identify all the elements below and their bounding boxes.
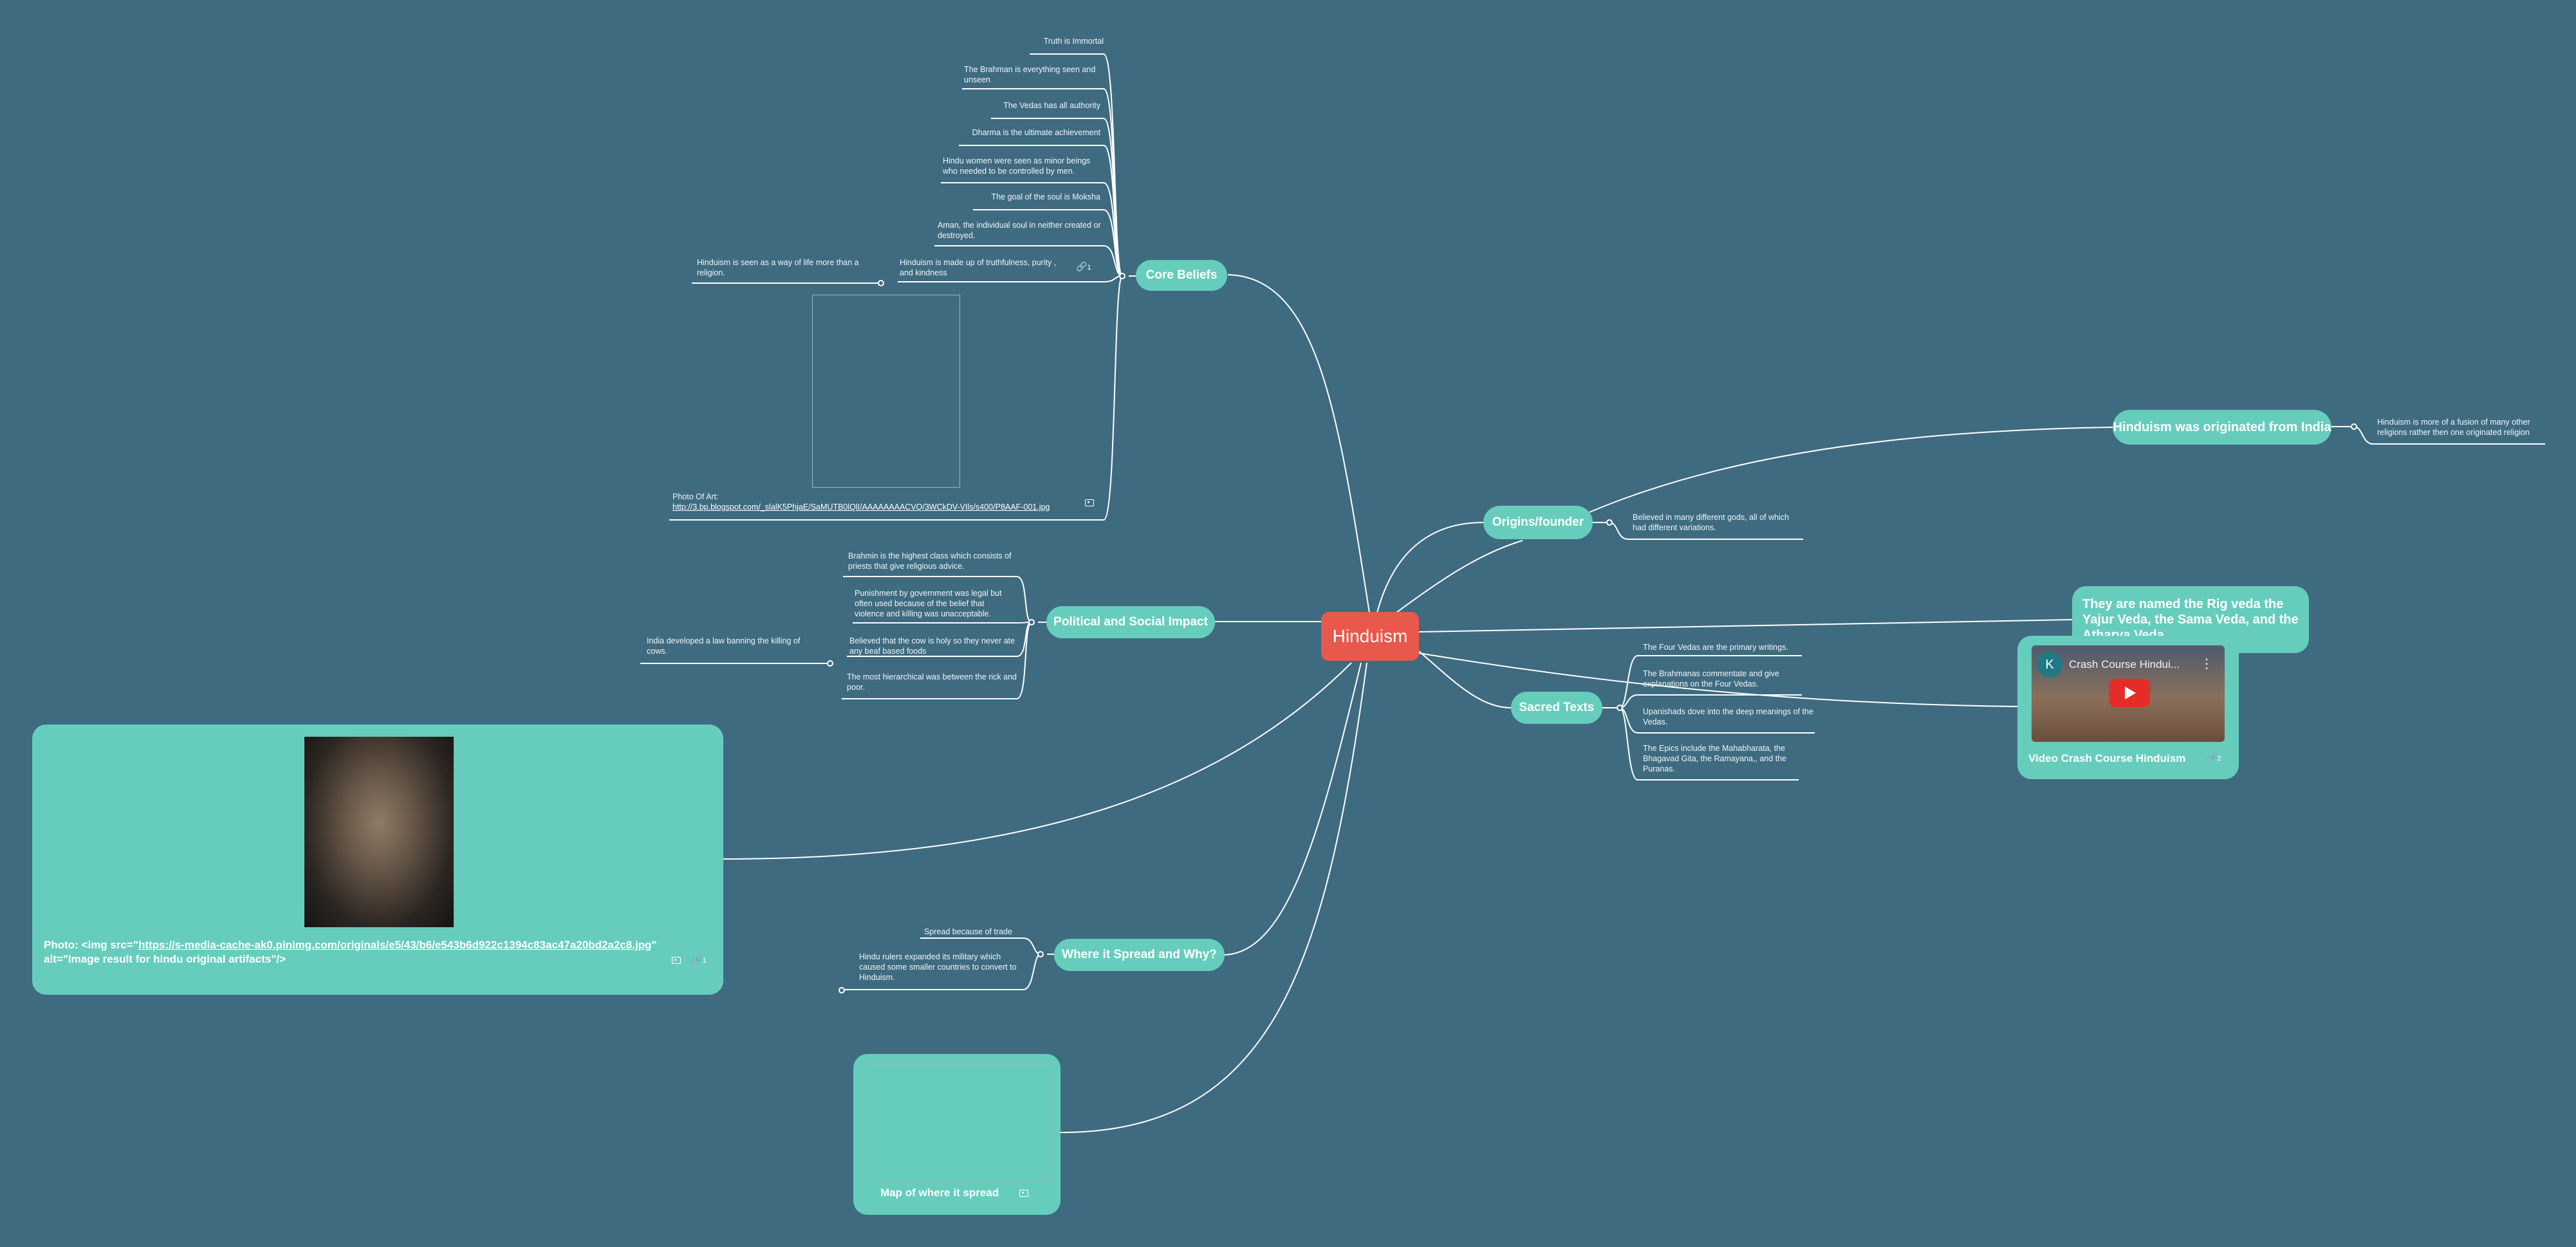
political-sub-leaf[interactable]: India developed a law banning the killin… — [647, 636, 801, 656]
core-link-count: 1 — [1087, 264, 1091, 272]
video-card-label: Video Crash Course Hinduism — [2028, 752, 2186, 764]
central-topic[interactable]: Hinduism — [1321, 612, 1419, 661]
core-leaf-3[interactable]: The Vedas has all authority — [1003, 101, 1100, 110]
video-more-icon[interactable]: ⋮ — [2200, 657, 2213, 671]
core-leaf-connector — [973, 209, 1123, 277]
topic-political-label: Political and Social Impact — [1053, 615, 1208, 629]
map-card-label: Map of where it spread — [880, 1187, 999, 1199]
topic-origins-label: Origins/founder — [1492, 515, 1584, 529]
artifact-photo — [304, 737, 454, 927]
topic-originated-india[interactable]: Hinduism was originated from India — [2113, 410, 2331, 445]
map-card[interactable]: Map of where it spread — [853, 1054, 1061, 1215]
core-leaf-8[interactable]: Hinduism is made up of truthfulness, pur… — [900, 258, 1057, 277]
originated-leaf-1[interactable]: Hinduism is more of a fusion of many oth… — [2377, 418, 2530, 437]
topic-vedas-label: They are named the Rig veda the Yajur Ve… — [2082, 597, 2299, 642]
topic-core-beliefs[interactable]: Core Beliefs — [1136, 260, 1227, 291]
map-image-placeholder — [865, 1064, 1050, 1181]
collapse-knot[interactable] — [878, 280, 884, 286]
photo-card[interactable]: Photo: <img src="https://s-media-cache-a… — [32, 725, 723, 995]
sacred-leaf-3[interactable]: Upanishads dove into the deep meanings o… — [1643, 707, 1813, 726]
topic-sacred-texts[interactable]: Sacred Texts — [1511, 692, 1602, 724]
photo-card-prefix: Photo: <img src=" — [44, 939, 138, 951]
core-leaf-7[interactable]: Aman, the individual soul in neither cre… — [938, 221, 1101, 240]
spread-leaf-2[interactable]: Hindu rulers expanded its military which… — [859, 952, 1017, 982]
sacred-leaf-connector — [1619, 707, 1799, 781]
political-leaf-connector — [842, 622, 1032, 699]
collapse-knot[interactable] — [2351, 423, 2357, 430]
political-leaf-1[interactable]: Brahmin is the highest class which consi… — [848, 551, 1012, 571]
photo-card-link-count: 1 — [702, 957, 707, 965]
topic-sacred-label: Sacred Texts — [1519, 701, 1595, 714]
photo-card-url[interactable]: https://s-media-cache-ak0.pinimg.com/ori… — [138, 939, 652, 951]
channel-letter: K — [2045, 657, 2054, 672]
topic-where-spread[interactable]: Where it Spread and Why? — [1054, 939, 1225, 971]
photo-card-suffix: " alt="Image result for hindu original a… — [44, 939, 657, 965]
link-icon[interactable]: 🔗2 — [2206, 752, 2221, 762]
collapse-knot[interactable] — [1028, 619, 1035, 625]
art-photo-placeholder — [812, 295, 960, 488]
image-icon — [1085, 499, 1094, 506]
image-icon — [1019, 1190, 1028, 1197]
photo-url-link[interactable]: http://3.bp.blogspot.com/_slalK5PhjaE/Sa… — [672, 503, 1050, 512]
topic-core-beliefs-label: Core Beliefs — [1145, 268, 1218, 282]
link-icon[interactable]: 🔗1 — [1076, 261, 1091, 272]
photo-caption: Photo Of Art: — [672, 492, 719, 501]
core-photo-connector — [669, 275, 1123, 521]
collapse-knot[interactable] — [827, 660, 833, 667]
video-title: Crash Course Hindui... — [2069, 658, 2180, 670]
collapse-knot[interactable] — [839, 987, 845, 993]
core-leaf-4[interactable]: Dharma is the ultimate achievement — [972, 128, 1100, 137]
core-leaf-6[interactable]: The goal of the soul is Moksha — [991, 192, 1100, 201]
political-leaf-3[interactable]: Believed that the cow is holy so they ne… — [849, 636, 1015, 656]
political-leaf-2[interactable]: Punishment by government was legal but o… — [855, 589, 1002, 618]
core-sub-leaf[interactable]: Hinduism is seen as a way of life more t… — [697, 258, 859, 277]
collapse-knot[interactable] — [1606, 519, 1613, 526]
collapse-knot[interactable] — [1119, 273, 1126, 279]
sacred-leaf-4[interactable]: The Epics include the Mahabharata, the B… — [1643, 744, 1787, 773]
topic-originated-label: Hinduism was originated from India — [2113, 420, 2331, 434]
photo-card-caption: Photo: <img src="https://s-media-cache-a… — [44, 938, 687, 966]
spread-leaf-1[interactable]: Spread because of trade — [924, 927, 1012, 936]
video-thumbnail[interactable]: K Crash Course Hindui... ⋮ — [2032, 645, 2225, 742]
image-icon — [672, 957, 681, 964]
sacred-leaf-connector — [1619, 694, 1802, 708]
sacred-leaf-1[interactable]: The Four Vedas are the primary writings. — [1643, 643, 1788, 652]
core-leaf-5[interactable]: Hindu women were seen as minor beings wh… — [943, 156, 1091, 176]
collapse-knot[interactable] — [1617, 705, 1623, 711]
political-leaf-connector — [853, 622, 1032, 624]
link-icon[interactable]: 🔗1 — [691, 954, 707, 965]
topic-origins-founder[interactable]: Origins/founder — [1483, 506, 1593, 539]
core-leaf-2[interactable]: The Brahman is everything seen and unsee… — [964, 65, 1096, 84]
topic-spread-label: Where it Spread and Why? — [1062, 948, 1217, 961]
origins-leaf-1[interactable]: Believed in many different gods, all of … — [1633, 513, 1789, 532]
central-topic-label: Hinduism — [1332, 626, 1408, 646]
sacred-leaf-2[interactable]: The Brahmanas commentate and give explan… — [1643, 669, 1779, 688]
collapse-knot[interactable] — [1037, 951, 1044, 957]
play-icon[interactable] — [2109, 679, 2150, 707]
core-leaf-1[interactable]: Truth is Immortal — [1043, 37, 1104, 46]
channel-avatar: K — [2037, 652, 2062, 678]
video-link-count: 2 — [2217, 755, 2221, 762]
topic-political-social[interactable]: Political and Social Impact — [1046, 606, 1215, 638]
political-leaf-4[interactable]: The most hierarchical was between the ri… — [847, 672, 1017, 692]
